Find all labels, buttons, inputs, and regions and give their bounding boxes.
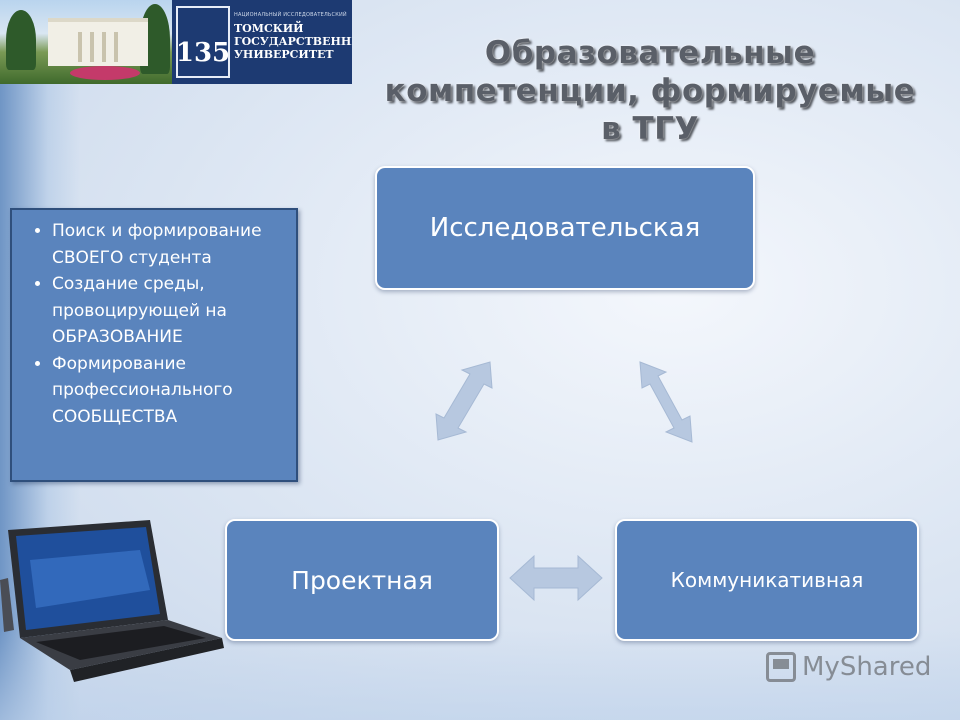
competency-research: Исследовательская — [375, 166, 755, 290]
university-banner: 135 НАЦИОНАЛЬНЫЙ ИССЛЕДОВАТЕЛЬСКИЙ ТОМСК… — [0, 0, 352, 84]
double-arrow-icon — [435, 361, 493, 441]
competency-communicative: Коммуникативная — [615, 519, 919, 641]
watermark-text: MyShared — [802, 652, 932, 682]
university-name: ТОМСКИЙ ГОСУДАРСТВЕННЫЙ УНИВЕРСИТЕТ — [234, 22, 352, 61]
university-emblem: 135 — [176, 6, 230, 78]
info-item: Поиск и формирование СВОЕГО студента — [52, 218, 290, 271]
info-box: Поиск и формирование СВОЕГО студента Соз… — [10, 208, 298, 482]
presentation-icon — [766, 652, 796, 682]
competency-project: Проектная — [225, 519, 499, 641]
info-item: Формирование профессионального СООБЩЕСТВ… — [52, 351, 290, 431]
laptop-image — [0, 520, 224, 682]
university-caption: НАЦИОНАЛЬНЫЙ ИССЛЕДОВАТЕЛЬСКИЙ — [234, 12, 347, 18]
tree-image — [6, 10, 36, 70]
double-arrow-icon — [509, 554, 603, 602]
slide-title: Образовательные компетенции, формируемые… — [384, 35, 916, 147]
info-item: Создание среды, провоцирующей на ОБРАЗОВ… — [52, 271, 290, 351]
flowerbed-image — [70, 66, 140, 80]
double-arrow-icon — [639, 361, 693, 443]
building-image — [48, 18, 148, 66]
myshared-watermark: MyShared — [766, 652, 931, 682]
info-list: Поиск и формирование СВОЕГО студента Соз… — [12, 210, 296, 430]
campus-photo — [0, 0, 172, 84]
anniversary-number: 135 — [175, 38, 231, 68]
